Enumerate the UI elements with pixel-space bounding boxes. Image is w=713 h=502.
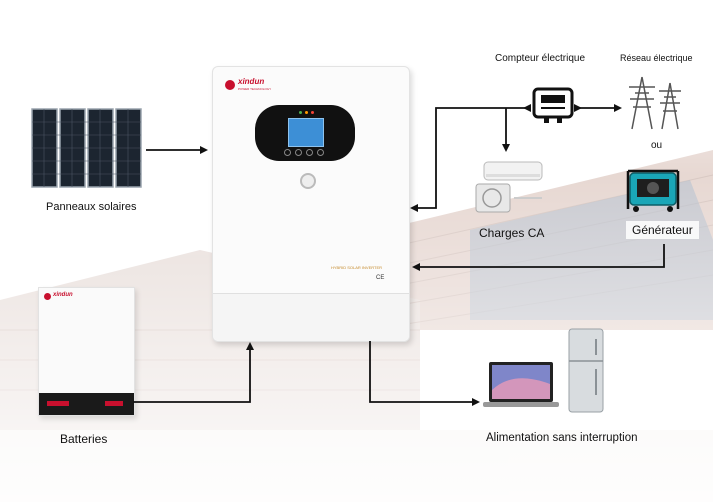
label-or: ou [651,140,663,151]
label-ups: Alimentation sans interruption [486,432,638,444]
solar-panels-image [31,108,142,188]
label-batteries: Batteries [60,432,108,446]
laptop-icon [483,362,559,407]
inverter-bottom-panel [213,293,409,341]
inverter-display-panel [255,105,355,161]
battery-unit: xindun [38,287,135,416]
inverter-model: HYBRID SOLAR INVERTER [331,265,383,270]
electric-meter-icon [532,87,574,123]
status-leds [299,111,314,114]
battery-logo-icon [44,293,51,300]
inverter-cert: CE [376,275,385,281]
hybrid-inverter: xindun POWER TECHNOLOGY HYBRID SOLAR INV… [212,66,410,342]
inverter-logo-icon [225,80,235,90]
battery-front-panel [39,393,134,415]
inverter-brand: xindun [238,77,265,86]
lcd-screen [288,118,324,147]
label-generator: Générateur [626,221,699,239]
generator-icon [626,169,680,212]
inverter-switch-icon [300,173,316,189]
refrigerator-icon [568,328,604,413]
air-conditioner-icon [475,161,543,213]
label-meter: Compteur électrique [495,53,586,64]
label-ac-loads: Charges CA [479,226,545,240]
inverter-brand-sub: POWER TECHNOLOGY [238,87,272,91]
inverter-buttons [284,149,324,156]
battery-brand: xindun [53,292,73,298]
label-grid: Réseau électrique [620,53,693,63]
power-grid-icon [629,76,681,130]
label-solar-panels: Panneaux solaires [46,201,137,213]
